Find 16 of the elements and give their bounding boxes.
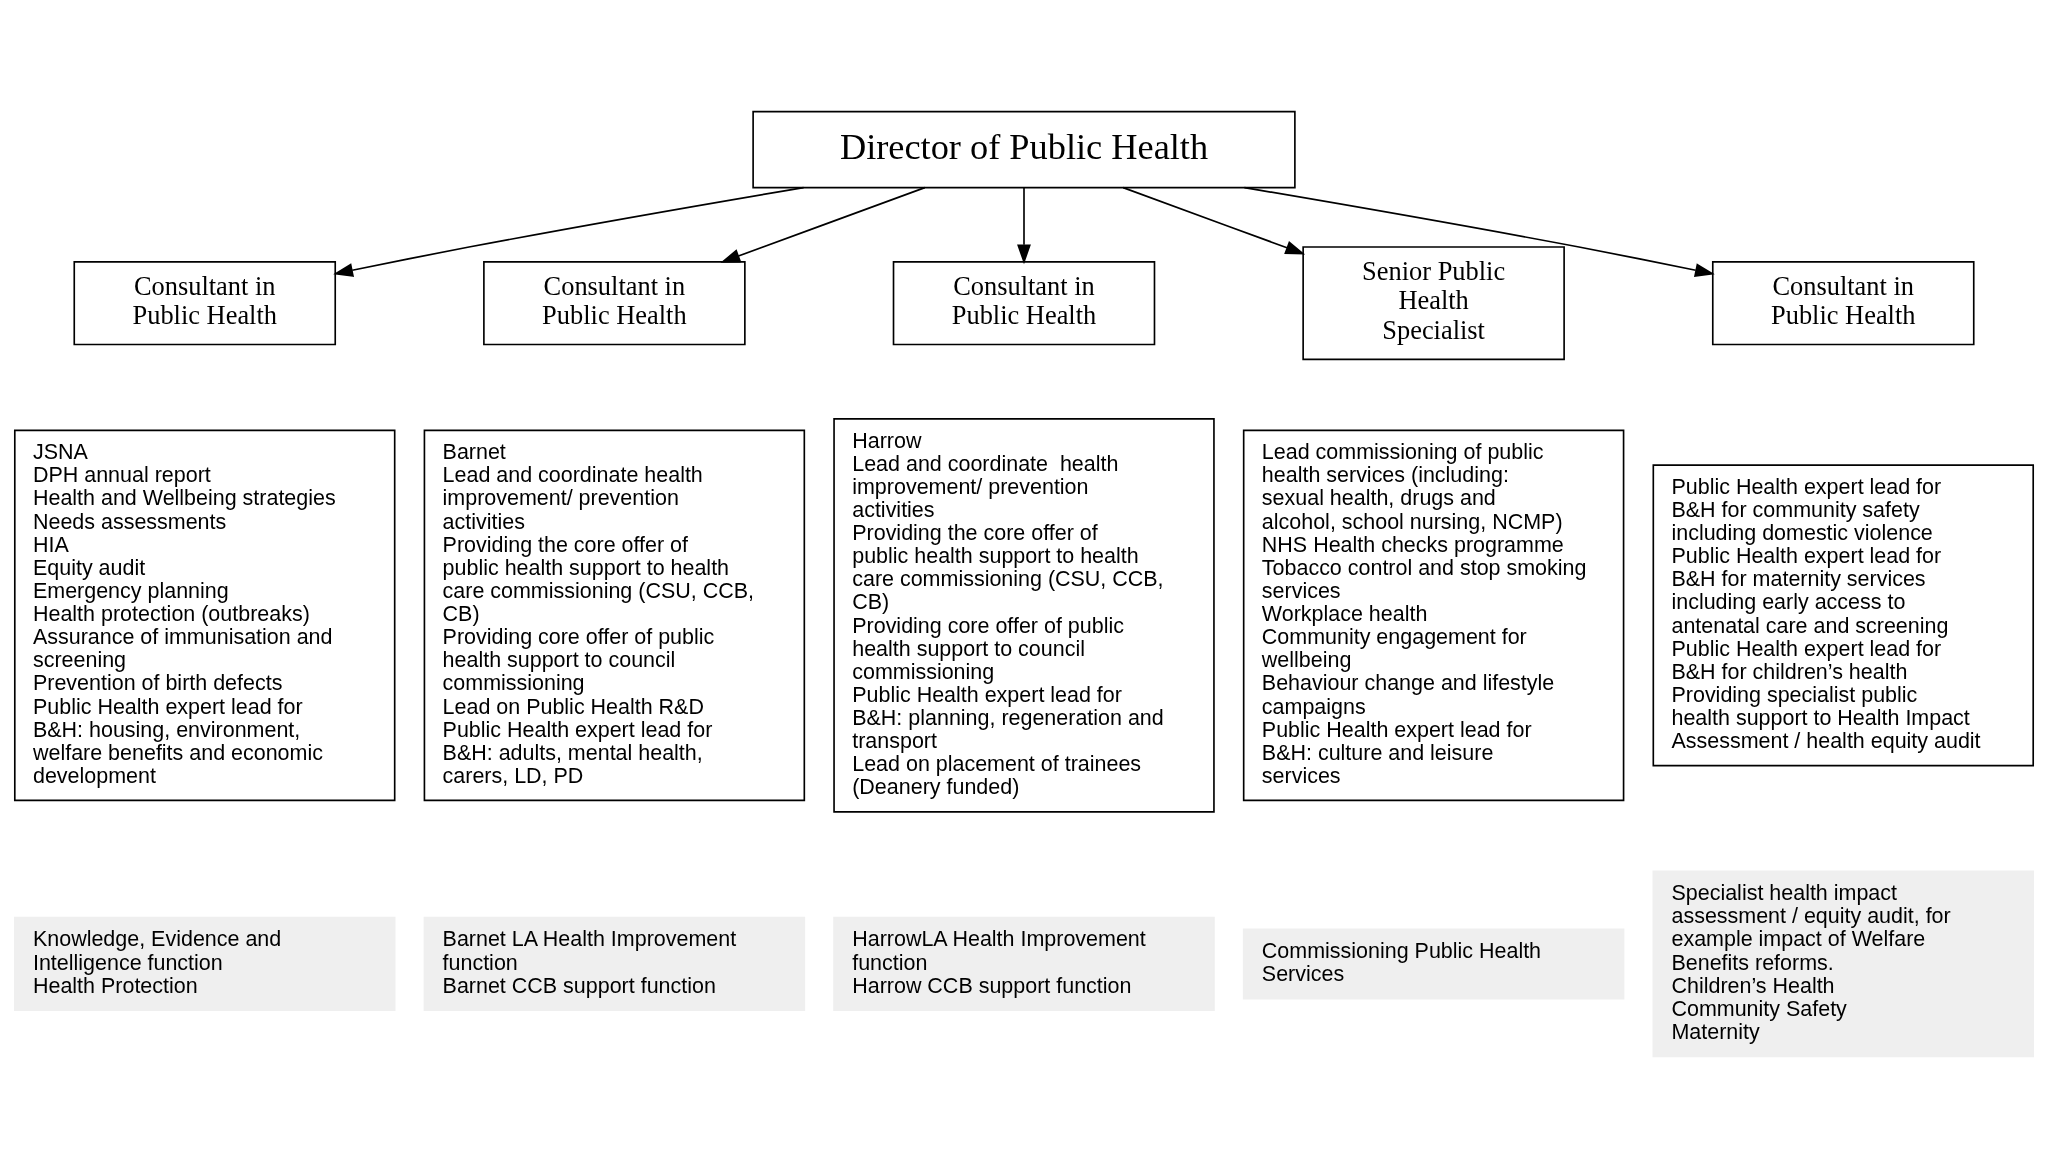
node-box: Harrow Lead and coordinate health improvement/ prevention activities Providing the core offer of public health support to health care commissioning (CSU, CCB, CB) Providing core offer of public health support to council commissioning Public Health expert lead for B&H: planning, regeneration and transport Lead on placement of trainees (Deanery funded) <box>833 417 1215 813</box>
node-box: Barnet Lead and coordinate health improvement/ prevention activities Providing the core offer of public health support to health care commissioning (CSU, CCB, CB) Providing core offer of public health support to council commissioning Lead on Public Health R&D Public Health expert lead for B&H: adults, mental health, carers, LD, PD <box>423 429 806 801</box>
node-box: Consultant in Public Health <box>483 260 746 345</box>
arrow <box>720 186 926 263</box>
node-box: Senior Public Health Specialist <box>1302 245 1565 360</box>
node-box: Director of Public Health <box>752 110 1296 188</box>
arrow <box>333 186 805 277</box>
node-box: JSNA DPH annual report Health and Wellbeing strategies Needs assessments HIA Equity audit Emergency planning Health protection (outbreaks) Assurance of immunisation and screening Prevention of birth defects Public Health expert lead for B&H: housing, environment, welfare benefits and economic development <box>13 429 396 801</box>
node-box: Consultant in Public Health <box>1711 260 1975 345</box>
arrow <box>1243 186 1715 277</box>
node-box: Consultant in Public Health <box>73 260 337 345</box>
node-box: Public Health expert lead for B&H for community safety including domestic violence Public Health expert lead for B&H for maternity services including early access to antenatal care and screening Public Health expert lead for B&H for children’s health Providing specialist public health support to Health Impact Assessment / health equity audit <box>1652 463 2035 766</box>
arrow <box>1122 186 1306 254</box>
node-box: Lead commissioning of public health services (including: sexual health, drugs and alcohol, school nursing, NCMP) NHS Health checks programme Tobacco control and stop smoking services Workplace health Community engagement for wellbeing Behaviour change and lifestyle campaigns Public Health expert lead for B&H: culture and leisure services <box>1242 429 1625 801</box>
arrow <box>1017 186 1031 264</box>
node-box: Consultant in Public Health <box>892 260 1156 345</box>
